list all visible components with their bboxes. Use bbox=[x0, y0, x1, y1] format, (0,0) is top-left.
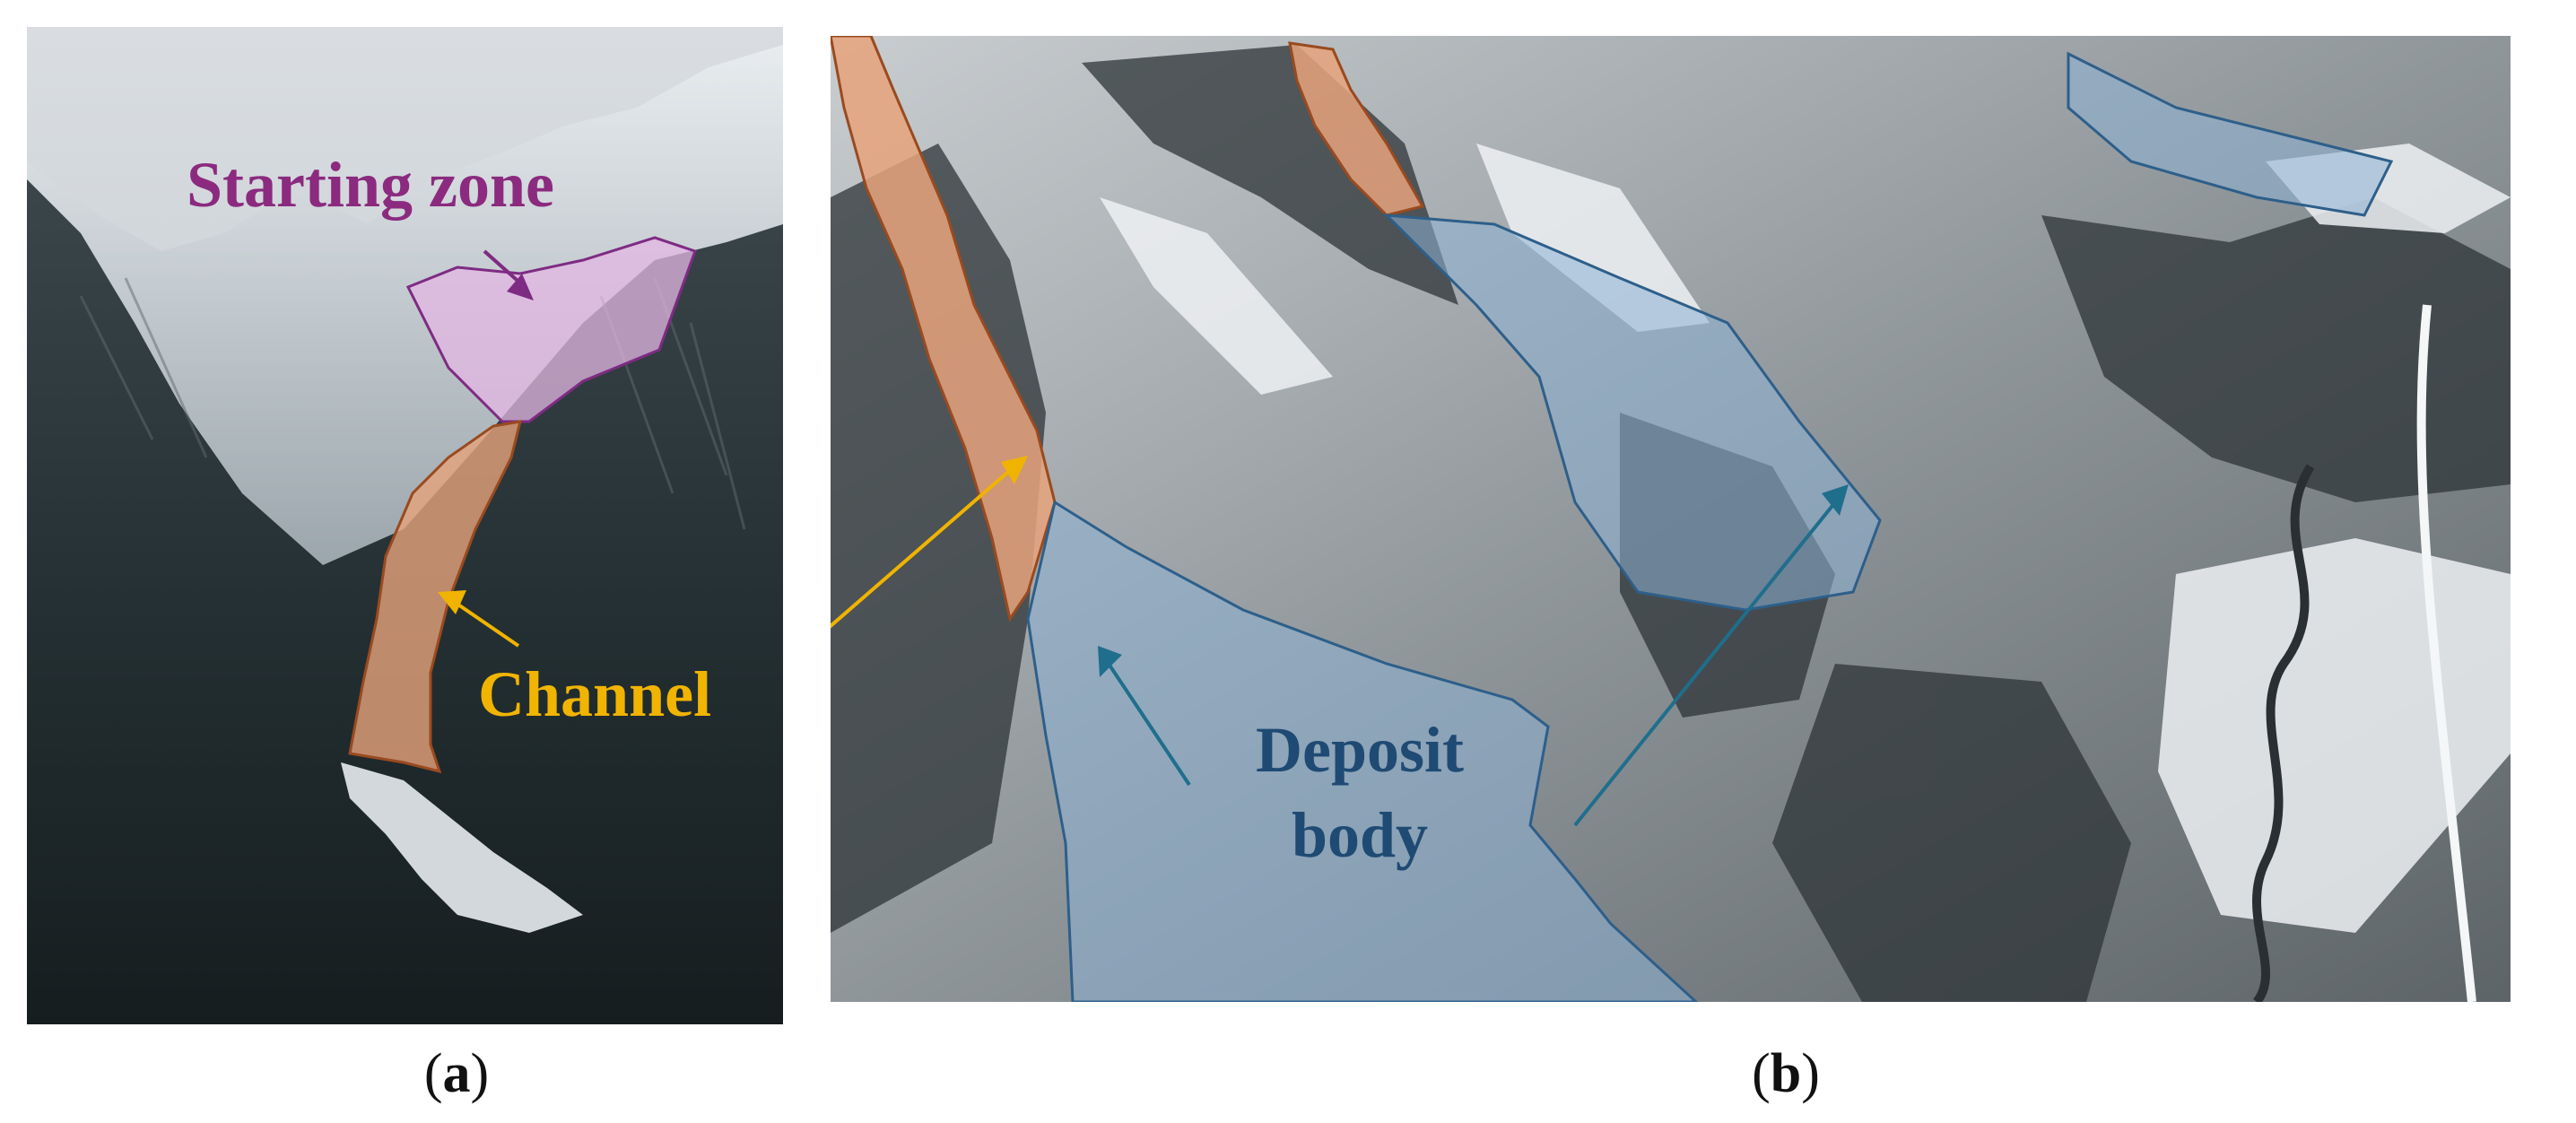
starting-zone-label: Starting zone bbox=[187, 149, 554, 221]
caption-b: (b) bbox=[1752, 1043, 1820, 1104]
channel-arrowhead bbox=[438, 590, 466, 614]
panel-a-photo: Starting zone Channel bbox=[27, 27, 783, 1024]
deposit-snow bbox=[341, 762, 583, 933]
road bbox=[2416, 304, 2476, 1002]
panel-b-photo: Deposit body bbox=[831, 36, 2511, 1002]
deposit-arrow-left-shaft bbox=[1107, 662, 1191, 787]
channel-link-arrow-shaft bbox=[831, 465, 1016, 629]
deposit-arrow-right-head bbox=[1822, 484, 1849, 516]
channel-outline-top bbox=[1288, 41, 1425, 217]
river bbox=[2252, 464, 2315, 1002]
channel-link-arrowhead bbox=[1001, 456, 1028, 484]
photo-panel-a: Starting zone Channel bbox=[27, 27, 783, 1024]
deposit-body-top-right bbox=[2067, 51, 2394, 217]
starting-zone-arrowhead bbox=[507, 274, 534, 300]
deposit-label-line1: Deposit bbox=[1256, 714, 1464, 786]
channel-label: Channel bbox=[478, 658, 711, 730]
channel-outline bbox=[348, 420, 523, 774]
deposit-arrow-right-shaft bbox=[1573, 501, 1837, 827]
deposit-label-line2: body bbox=[1292, 799, 1428, 871]
deposit-arrow-left-head bbox=[1098, 646, 1122, 677]
channel-outline-left bbox=[831, 36, 1057, 622]
photo-panel-b: Deposit body bbox=[831, 36, 2511, 1002]
caption-a: (a) bbox=[423, 1043, 490, 1104]
deposit-body-main bbox=[1026, 500, 1699, 1002]
channel-arrow-shaft bbox=[451, 599, 520, 648]
deposit-body-middle bbox=[1383, 213, 1882, 612]
